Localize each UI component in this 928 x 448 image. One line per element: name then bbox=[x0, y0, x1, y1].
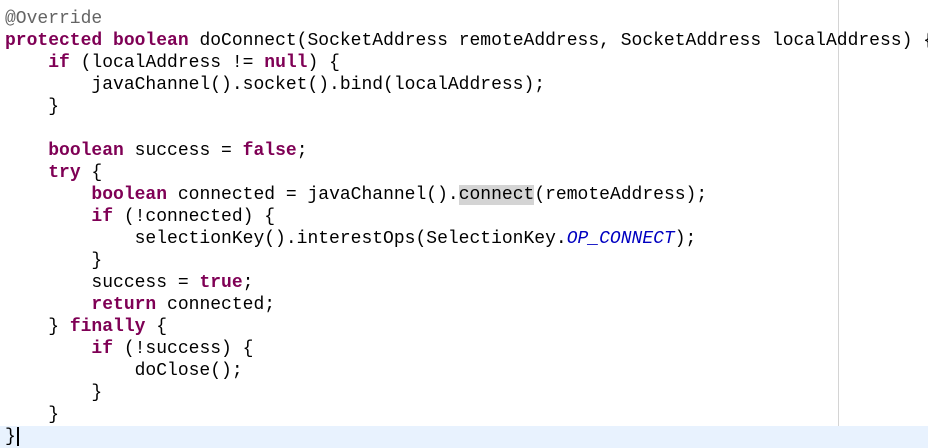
code-text: javaChannel().socket().bind(localAddress… bbox=[5, 75, 546, 95]
keyword-token: return bbox=[91, 295, 157, 315]
code-text: (!success) { bbox=[113, 339, 254, 359]
code-line[interactable]: } bbox=[0, 404, 928, 426]
code-text: doClose(); bbox=[5, 361, 243, 381]
code-text: (remoteAddress); bbox=[534, 185, 708, 205]
code-text: { bbox=[145, 317, 168, 337]
code-text bbox=[5, 163, 48, 183]
code-text: connected; bbox=[156, 295, 276, 315]
code-line[interactable]: } bbox=[0, 250, 928, 272]
code-line[interactable]: success = true; bbox=[0, 272, 928, 294]
code-line[interactable]: if (!success) { bbox=[0, 338, 928, 360]
print-margin-line bbox=[838, 0, 839, 446]
keyword-token: false bbox=[242, 141, 297, 161]
code-text bbox=[5, 53, 48, 73]
code-text bbox=[102, 31, 113, 51]
keyword-token: boolean bbox=[91, 185, 168, 205]
code-text: (localAddress != bbox=[69, 53, 265, 73]
code-text: (!connected) { bbox=[113, 207, 276, 227]
code-line[interactable]: if (!connected) { bbox=[0, 206, 928, 228]
code-text: doConnect(SocketAddress remoteAddress, S… bbox=[188, 31, 928, 51]
code-text: success = bbox=[123, 141, 243, 161]
code-line[interactable]: javaChannel().socket().bind(localAddress… bbox=[0, 74, 928, 96]
code-line[interactable]: return connected; bbox=[0, 294, 928, 316]
highlighted-occurrence: connect bbox=[458, 185, 535, 205]
keyword-token: if bbox=[91, 339, 114, 359]
code-line[interactable]: @Override bbox=[0, 8, 928, 30]
keyword-token: finally bbox=[69, 317, 146, 337]
keyword-token: null bbox=[264, 53, 308, 73]
current-code-line[interactable]: } bbox=[0, 426, 928, 448]
code-text: selectionKey().interestOps(SelectionKey. bbox=[5, 229, 567, 249]
code-text bbox=[5, 185, 91, 205]
code-line[interactable]: boolean success = false; bbox=[0, 140, 928, 162]
code-text: } bbox=[5, 427, 16, 447]
code-text: } bbox=[5, 97, 60, 117]
code-text bbox=[5, 207, 91, 227]
keyword-token: protected bbox=[5, 31, 103, 51]
code-line[interactable]: } bbox=[0, 382, 928, 404]
code-text bbox=[5, 141, 48, 161]
code-text: } bbox=[5, 251, 103, 271]
keyword-token: try bbox=[48, 163, 81, 183]
code-text: connected = javaChannel(). bbox=[167, 185, 459, 205]
code-line[interactable]: selectionKey().interestOps(SelectionKey.… bbox=[0, 228, 928, 250]
code-text bbox=[5, 339, 91, 359]
keyword-token: if bbox=[91, 207, 114, 227]
annotation-token: @Override bbox=[5, 9, 103, 29]
code-text: ) { bbox=[307, 53, 340, 73]
code-line[interactable]: doClose(); bbox=[0, 360, 928, 382]
code-line[interactable]: try { bbox=[0, 162, 928, 184]
code-text: success = bbox=[5, 273, 200, 293]
code-text: ); bbox=[674, 229, 697, 249]
keyword-token: boolean bbox=[113, 31, 189, 51]
keyword-token: boolean bbox=[48, 141, 124, 161]
field-token: OP_CONNECT bbox=[566, 229, 675, 249]
code-line[interactable]: protected boolean doConnect(SocketAddres… bbox=[0, 30, 928, 52]
code-text: } bbox=[5, 405, 60, 425]
code-line[interactable]: boolean connected = javaChannel().connec… bbox=[0, 184, 928, 206]
code-text: ; bbox=[296, 141, 308, 161]
code-text: } bbox=[5, 317, 70, 337]
code-text: } bbox=[5, 383, 103, 403]
code-line[interactable]: } bbox=[0, 96, 928, 118]
keyword-token: true bbox=[199, 273, 243, 293]
text-caret bbox=[16, 426, 19, 446]
keyword-token: if bbox=[48, 53, 70, 73]
code-text: { bbox=[80, 163, 103, 183]
code-text: ; bbox=[242, 273, 254, 293]
code-line[interactable] bbox=[0, 118, 928, 140]
code-text bbox=[5, 295, 91, 315]
code-line[interactable]: } finally { bbox=[0, 316, 928, 338]
code-line[interactable]: if (localAddress != null) { bbox=[0, 52, 928, 74]
